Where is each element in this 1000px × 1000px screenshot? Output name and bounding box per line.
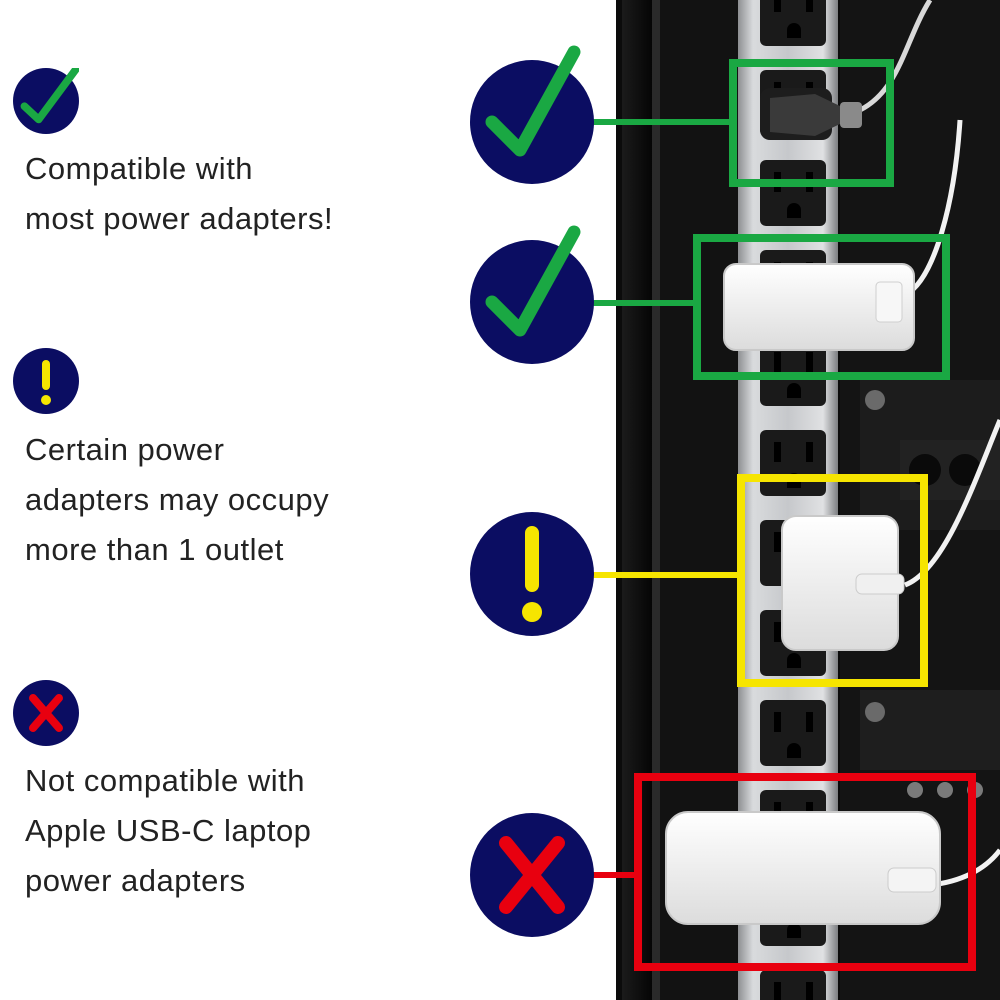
exclamation-icon xyxy=(470,512,594,636)
check-icon xyxy=(13,68,79,134)
cable xyxy=(903,419,1000,588)
outlet xyxy=(760,970,826,1000)
legend-line: most power adapters! xyxy=(25,201,334,236)
rack-screw xyxy=(865,702,885,722)
exclamation-icon xyxy=(13,348,79,414)
legend-line: Apple USB-C laptop xyxy=(25,813,312,848)
rack-stud xyxy=(907,782,923,798)
cross-icon xyxy=(13,680,79,746)
rack-screw xyxy=(865,390,885,410)
cable xyxy=(903,119,963,298)
rack-hole xyxy=(949,454,981,486)
rack-bracket-lower xyxy=(860,690,1000,770)
plug-adapter xyxy=(760,88,862,140)
rack-stud xyxy=(937,782,953,798)
wide-brick-adapter xyxy=(723,263,915,351)
legend-compatible-text: Compatible with most power adapters! xyxy=(25,144,425,244)
check-icon xyxy=(470,225,594,364)
rack-rail-edge xyxy=(652,0,660,1000)
laptop-brick-adapter xyxy=(665,811,941,925)
cube-adapter xyxy=(781,515,905,651)
cable xyxy=(858,0,933,113)
legend-incompatible-text: Not compatible with Apple USB-C laptop p… xyxy=(25,756,425,906)
cross-icon xyxy=(470,813,594,937)
legend-line: Compatible with xyxy=(25,151,254,186)
outlet xyxy=(760,0,826,46)
legend-line: Not compatible with xyxy=(25,763,306,798)
legend-line: adapters may occupy xyxy=(25,482,330,517)
legend-line: Certain power xyxy=(25,432,225,467)
legend-line: more than 1 outlet xyxy=(25,532,284,567)
legend-line: power adapters xyxy=(25,863,246,898)
outlet xyxy=(760,430,826,496)
check-icon xyxy=(470,45,594,184)
legend-warning-text: Certain power adapters may occupy more t… xyxy=(25,425,425,575)
warning-highlight-box xyxy=(737,474,928,687)
compatible-highlight-box xyxy=(693,234,950,380)
outlet xyxy=(760,160,826,226)
outlet xyxy=(760,700,826,766)
